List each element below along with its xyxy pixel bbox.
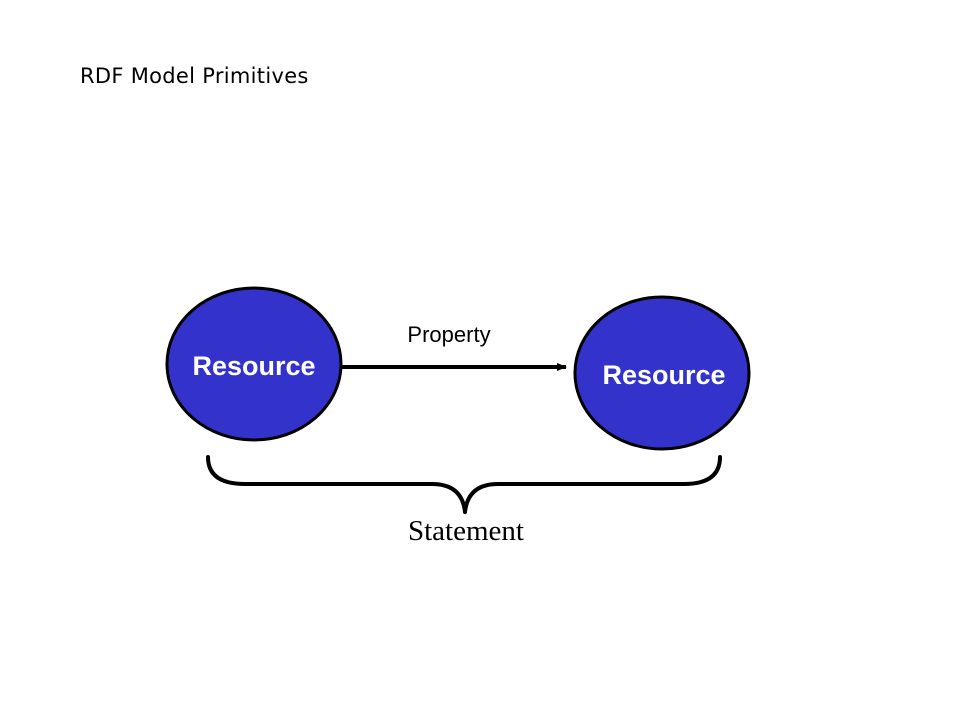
slide-title: RDF Model Primitives (80, 64, 309, 88)
resource-ellipse-subject (165, 286, 343, 442)
statement-label: Statement (408, 515, 524, 547)
property-label: Property (407, 322, 490, 347)
statement-group: Statement (206, 455, 722, 547)
property-edge: Property (342, 322, 567, 371)
resource-node-object: Resource (573, 295, 751, 451)
resource-node-subject: Resource (165, 286, 343, 442)
resource-ellipse-object (573, 295, 751, 451)
resource-label-object: Resource (602, 360, 725, 390)
statement-brace (206, 455, 722, 514)
resource-label-subject: Resource (192, 351, 315, 381)
